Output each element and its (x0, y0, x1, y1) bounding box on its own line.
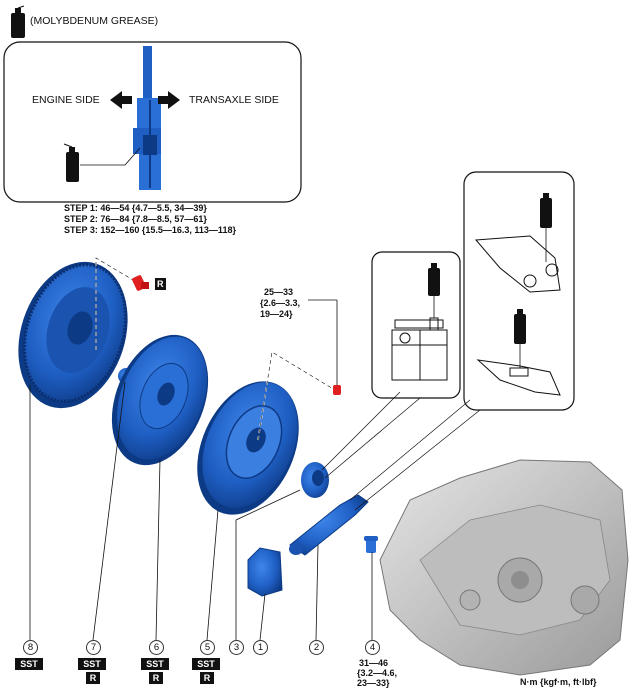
callout-5: 5 (200, 640, 215, 655)
clutch-cover (197, 381, 299, 515)
sst-badge-6: SST (141, 658, 169, 670)
engine-side-label: ENGINE SIDE (32, 94, 100, 106)
callout-7: 7 (86, 640, 101, 655)
grease-can-icon (63, 143, 79, 182)
arrow-right-icon (158, 91, 180, 109)
release-fork (289, 494, 369, 556)
flywheel-bolt (132, 275, 149, 291)
sst-badge-5: SST (192, 658, 220, 670)
torque-cover-line1: 25—33 (264, 287, 294, 297)
boot (247, 547, 283, 597)
pivot-pin (364, 536, 378, 553)
torque-pivot-line1: 31—46 (359, 658, 389, 668)
callout-4: 4 (365, 640, 380, 655)
clutch-disc (111, 334, 209, 466)
callout-leaders (29, 381, 373, 641)
torque-pivot-line3: 23—33} (357, 678, 390, 688)
replace-badge: R (155, 278, 166, 290)
callout-8: 8 (23, 640, 38, 655)
grease-can-icon (11, 5, 25, 38)
grease-can-icon (514, 309, 526, 344)
input-shaft-detail (133, 46, 161, 190)
transaxle-side-label: TRANSAXLE SIDE (189, 94, 279, 106)
fork-line-art-top (474, 235, 561, 293)
torque-step2: STEP 2: 76—84 {7.8—8.5, 57—61} (64, 214, 207, 224)
arrow-left-icon (110, 91, 132, 109)
flywheel (18, 261, 128, 409)
grease-legend-label: (MOLYBDENUM GREASE) (30, 15, 159, 27)
torque-step1: STEP 1: 46—54 {4.7—5.5, 34—39} (64, 203, 207, 213)
transaxle-housing (379, 459, 629, 676)
torque-cover-line3: 19—24} (260, 309, 293, 319)
units-label: N·m {kgf·m, ft·lbf} (520, 677, 597, 687)
replace-badge-5: R (200, 672, 214, 684)
torque-pivot-line2: {3.2—4.6, (357, 668, 398, 678)
grease-can-icon (540, 193, 552, 228)
torque-cover-line2: {2.6—3.3, (260, 298, 301, 308)
grease-can-icon (428, 263, 440, 296)
leader-line (80, 147, 141, 166)
callout-6: 6 (149, 640, 164, 655)
sst-badge-8: SST (15, 658, 43, 670)
clutch-cover-bolt (333, 385, 341, 395)
inset-fork-box (463, 171, 575, 411)
bolt-line (257, 351, 336, 441)
bearing-section-line-art (391, 317, 448, 381)
replace-badge-6: R (149, 672, 163, 684)
release-bearing (301, 462, 329, 498)
callout-1: 1 (253, 640, 268, 655)
replace-badge-7: R (86, 672, 100, 684)
callout-2: 2 (309, 640, 324, 655)
sst-badge-7: SST (78, 658, 106, 670)
callout-3: 3 (229, 640, 244, 655)
torque-step3: STEP 3: 152—160 {15.5—16.3, 113—118} (64, 225, 236, 235)
